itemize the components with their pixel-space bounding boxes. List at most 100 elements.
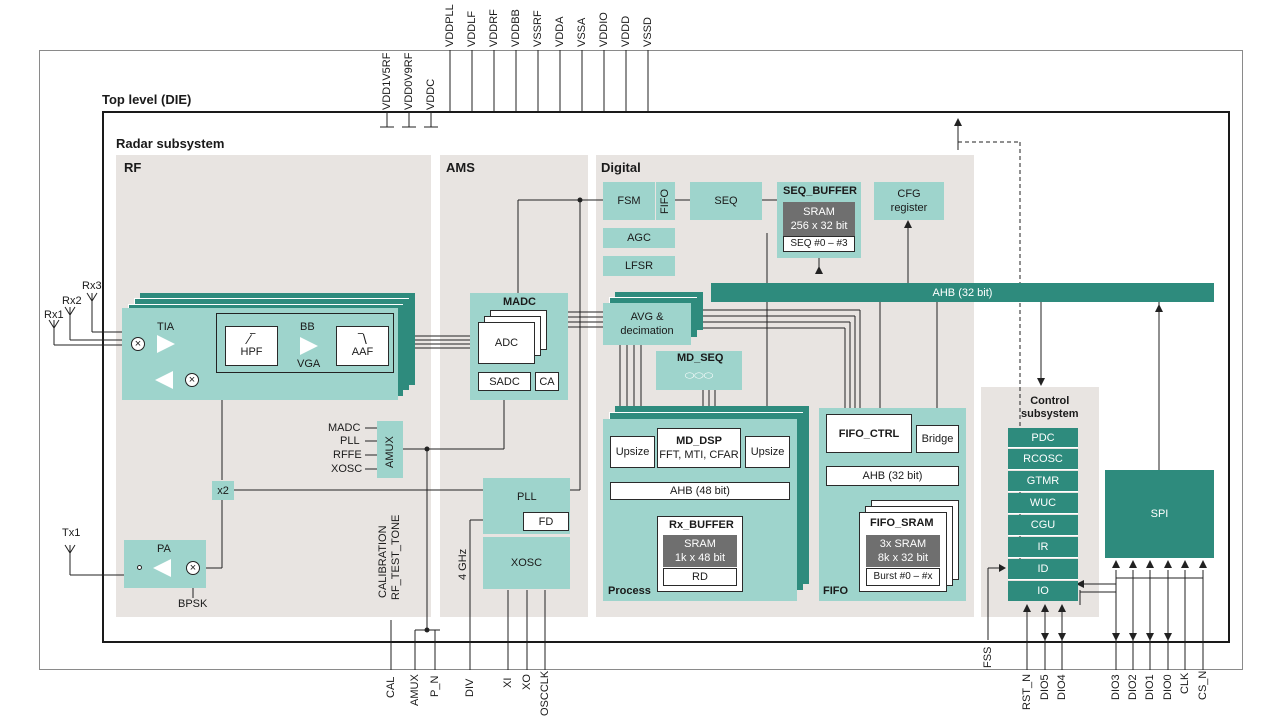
register-label: register — [890, 202, 928, 214]
ctrl-ir: IR — [1008, 537, 1078, 558]
amux-in-rffe: RFFE — [333, 449, 362, 461]
fifo-sram: 3x SRAM 8k x 32 bit — [866, 535, 940, 567]
pin-dio1: DIO1 — [1144, 674, 1156, 700]
hpf-shape-icon: ⁄‾ — [248, 331, 255, 347]
seq-buffer-title: SEQ_BUFFER — [783, 185, 857, 197]
ams-title: AMS — [446, 160, 475, 175]
md-seq-block — [656, 351, 742, 390]
pin-xi: XI — [502, 677, 514, 688]
calibration-label: CALIBRATION — [377, 525, 389, 598]
amux-block — [377, 421, 403, 478]
amux-in-xosc: XOSC — [331, 463, 363, 475]
upsize-left-label: Upsize — [615, 446, 650, 458]
xosc-label: XOSC — [510, 557, 543, 569]
upsize-left: Upsize — [610, 436, 655, 468]
md-dsp-sub: FFT, MTI, CFAR — [659, 449, 739, 461]
pin-vdda: VDDA — [554, 16, 566, 47]
fd-label: FD — [538, 515, 554, 528]
pa-amplifier-icon — [153, 559, 171, 577]
bpsk-label: BPSK — [178, 598, 208, 610]
md-dsp-title: MD_DSP — [676, 435, 722, 447]
pin-vssd: VSSD — [642, 17, 654, 47]
upsize-right-label: Upsize — [750, 446, 785, 458]
pin-cal: CAL — [385, 676, 397, 698]
aaf-label: AAF — [351, 346, 374, 358]
pa-switch-icon — [137, 565, 142, 570]
bridge-block: Bridge — [916, 425, 959, 453]
bridge-label: Bridge — [921, 433, 954, 445]
ctrl-id: ID — [1008, 559, 1078, 580]
ahb-48-bus: AHB (48 bit) — [610, 482, 790, 500]
fifo-ctrl-block: FIFO_CTRL — [826, 414, 912, 453]
pin-div: DIV — [464, 678, 476, 697]
spi-block: SPI — [1105, 470, 1214, 558]
lfsr-block: LFSR — [603, 256, 675, 276]
lo-amplifier-icon — [155, 371, 173, 389]
ahb-48-label: AHB (48 bit) — [670, 485, 730, 497]
ctrl-id-label: ID — [1037, 563, 1049, 575]
amux-in-pll: PLL — [340, 435, 360, 447]
vga-label: VGA — [297, 358, 321, 370]
ctrl-pdc: PDC — [1008, 428, 1078, 448]
package-outline — [39, 50, 1243, 670]
amux-in-madc: MADC — [328, 422, 361, 434]
ctrl-pdc-label: PDC — [1031, 431, 1055, 444]
pin-vdd0v9rf: VDD0V9RF — [403, 52, 415, 110]
pin-oscclk: OSCCLK — [539, 670, 551, 716]
pin-p-n: P_N — [429, 675, 441, 697]
md-dsp-block: MD_DSP FFT, MTI, CFAR — [657, 428, 741, 468]
fifo-ahb-bus: AHB (32 bit) — [826, 466, 959, 486]
pin-clk: CLK — [1179, 672, 1191, 694]
pin-vddd: VDDD — [620, 15, 632, 47]
ctrl-cgu: CGU — [1008, 515, 1078, 536]
pin-vddc: VDDC — [425, 78, 437, 110]
pin-vddbb: VDDBB — [510, 9, 522, 47]
tx1-label: Tx1 — [62, 527, 81, 539]
fifo-ahb-label: AHB (32 bit) — [862, 470, 923, 482]
ctrl-rcosc: RCOSC — [1008, 449, 1078, 470]
pin-cs-n: CS_N — [1197, 670, 1209, 700]
decimation-label: decimation — [620, 325, 674, 337]
lo-mixer-icon: × — [185, 373, 199, 387]
agc-label: AGC — [627, 232, 651, 244]
pin-vdd1v5rf: VDD1V5RF — [381, 52, 393, 110]
ctrl-wuc: WUC — [1008, 493, 1078, 514]
die-outline — [102, 111, 1230, 643]
adc-label: ADC — [494, 337, 519, 349]
rx2-label: Rx2 — [62, 295, 82, 307]
rx3-label: Rx3 — [82, 280, 102, 292]
ctrl-gtmr: GTMR — [1008, 471, 1078, 492]
ahb-32-label: AHB (32 bit) — [932, 286, 993, 299]
cfg-label: CFG — [897, 188, 921, 200]
sadc-label: SADC — [489, 375, 520, 388]
bb-label: BB — [300, 321, 315, 333]
sadc-block: SADC — [478, 372, 531, 391]
upsize-right: Upsize — [745, 436, 790, 468]
pin-vssa: VSSA — [576, 17, 588, 47]
avg-decimation-block: AVG & decimation — [603, 303, 691, 345]
pin-dio2: DIO2 — [1127, 674, 1139, 700]
rd-block: RD — [663, 568, 737, 586]
pin-vddpll: VDDPLL — [444, 4, 456, 47]
pin-dio4: DIO4 — [1056, 674, 1068, 700]
seq-range: SEQ #0 – #3 — [783, 236, 855, 252]
pin-vddlf: VDDLF — [466, 10, 478, 47]
ctrl-ir-label: IR — [1037, 541, 1049, 553]
pin-vddrf: VDDRF — [488, 9, 500, 47]
ctrl-cgu-label: CGU — [1030, 519, 1056, 531]
top-level-title: Top level (DIE) — [102, 92, 192, 107]
rf-title: RF — [124, 160, 142, 175]
x2-label: x2 — [217, 484, 229, 497]
seq-block: SEQ — [690, 182, 762, 220]
pin-rst-n: RST_N — [1021, 673, 1033, 710]
x2-multiplier: x2 — [212, 481, 234, 500]
hpf-label: HPF — [240, 346, 263, 358]
pin-dio5: DIO5 — [1039, 674, 1051, 700]
ctrl-rcosc-label: RCOSC — [1023, 453, 1063, 465]
seq-label: SEQ — [714, 195, 738, 207]
pin-dio0: DIO0 — [1162, 674, 1174, 700]
pin-amux: AMUX — [409, 674, 421, 706]
pin-dio3: DIO3 — [1110, 674, 1122, 700]
rf-test-tone-label: RF_TEST_TONE — [390, 514, 402, 600]
rx-mixer-icon: × — [131, 337, 145, 351]
